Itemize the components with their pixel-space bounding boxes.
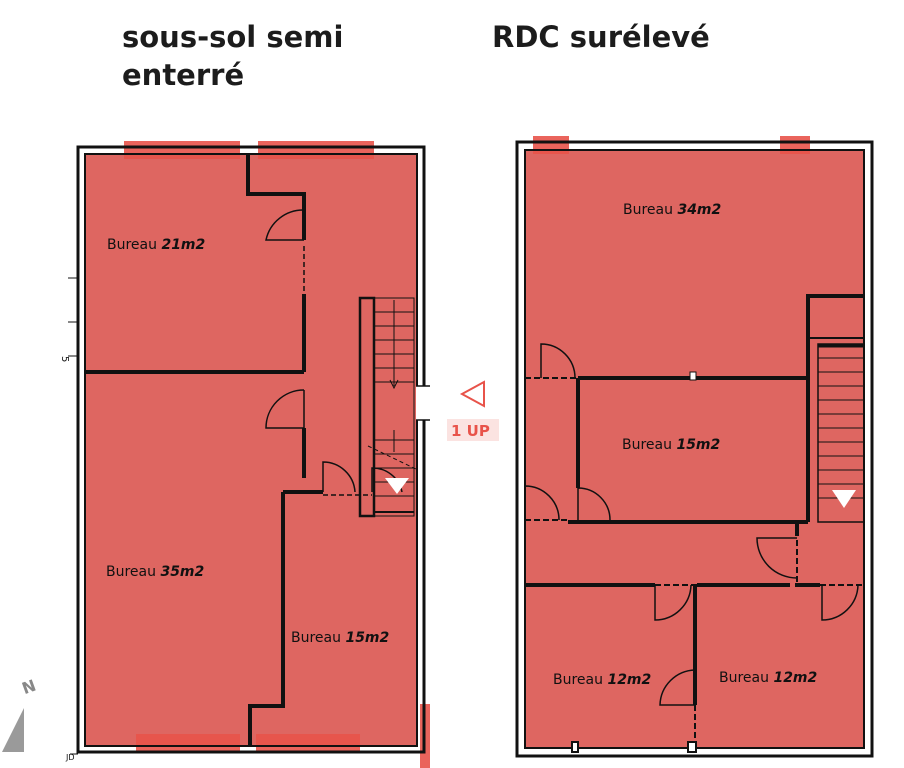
- plan-rdc: Bureau 34m2 Bureau 15m2 Bureau 12m2 Bure…: [515, 136, 874, 758]
- room-label-bureau-35: Bureau 35m2: [106, 564, 204, 580]
- title-rdc: RDC surélevé: [492, 20, 710, 54]
- outer-walls-right: [515, 140, 874, 758]
- interior-walls-right: [525, 294, 864, 705]
- entrance-left: [416, 385, 430, 421]
- north-arrow-icon: N: [2, 676, 38, 752]
- stair-down-marker-right: [832, 490, 856, 508]
- grid-label-jd: JD: [65, 753, 75, 762]
- stairs-right: [817, 343, 865, 523]
- wall-details-right: [571, 371, 697, 753]
- triangle-left-outline-icon: [459, 380, 485, 408]
- stair-down-marker-left: [385, 478, 409, 494]
- room-label-bureau-15-right: Bureau 15m2: [622, 437, 720, 453]
- window-left-top-2: [258, 141, 374, 159]
- room-label-bureau-34: Bureau 34m2: [623, 202, 721, 218]
- ticks-left: [68, 277, 78, 755]
- north-arrow-shape: [2, 708, 24, 752]
- window-left-bottom-1: [136, 734, 240, 752]
- up-label-background: [447, 419, 499, 441]
- window-right-top-1: [533, 136, 569, 154]
- room-label-bureau-12-left: Bureau 12m2: [553, 672, 651, 688]
- plan-sous-sol: 5 JD Bureau 21m2 Bureau 35m2 Bureau 15m2: [59, 141, 430, 768]
- stairs-left: [358, 296, 419, 518]
- room-label-bureau-15-left: Bureau 15m2: [291, 630, 389, 646]
- window-right-top-2: [780, 136, 810, 154]
- stair-up-marker: 1 UP: [447, 380, 499, 441]
- up-label: 1 UP: [451, 422, 490, 440]
- north-label: N: [19, 676, 38, 698]
- grid-label-5: 5: [59, 356, 70, 362]
- window-left-bottom-2: [256, 734, 360, 752]
- outer-walls-left: [76, 145, 426, 754]
- room-label-bureau-21: Bureau 21m2: [107, 237, 205, 253]
- room-label-bureau-12-right: Bureau 12m2: [719, 670, 817, 686]
- window-left-top-1: [124, 141, 240, 159]
- doors-right: [524, 343, 859, 706]
- doors-left: [265, 209, 403, 496]
- title-sous-sol: sous-sol semi enterré: [122, 20, 344, 92]
